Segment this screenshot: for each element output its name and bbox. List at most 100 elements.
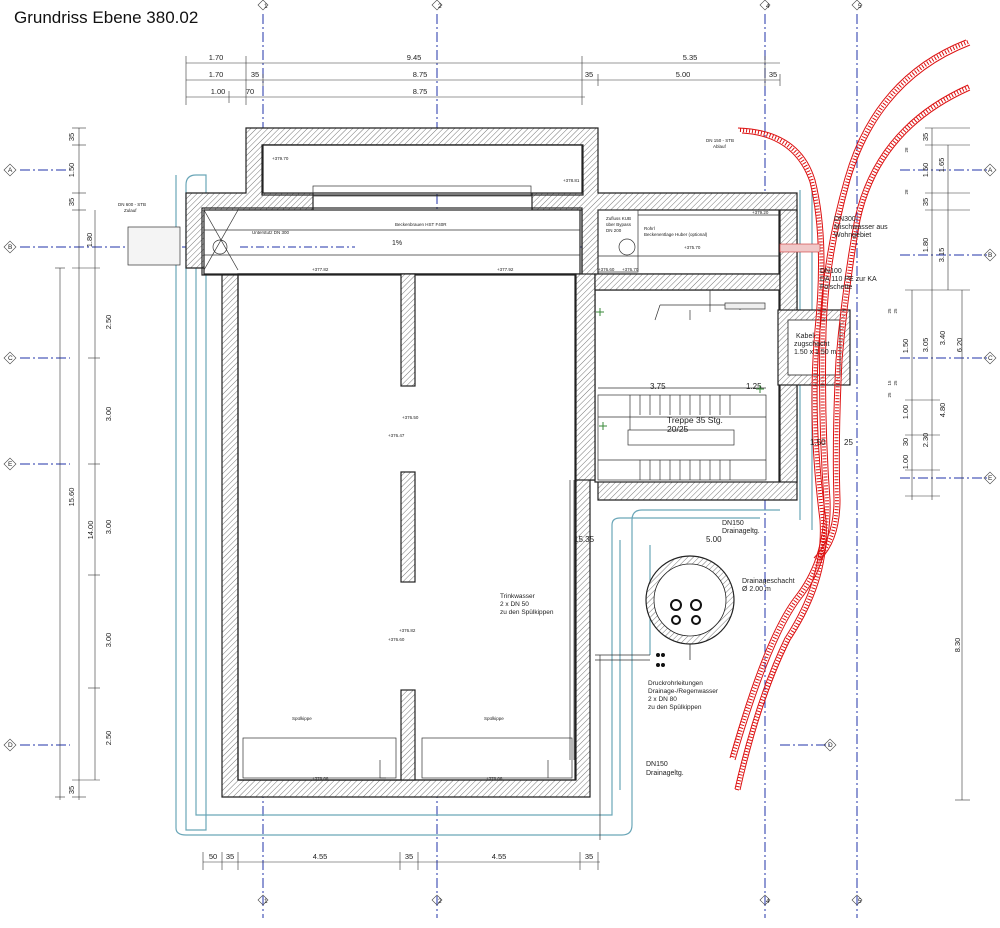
dim-right-3: 35: [921, 198, 930, 206]
zufluss-label-3: DN 200: [606, 228, 622, 233]
dn300-label-1: DN300: [834, 216, 856, 223]
level-6: +375.70: [684, 245, 701, 250]
level-12: +376.60: [388, 637, 405, 642]
dn600-label-1: DN 600 - STB: [118, 202, 146, 207]
dim-inner-2: 1.25: [746, 382, 762, 391]
stair-size: 20/25: [667, 424, 689, 434]
zufluss-label-2: über Bypass: [606, 222, 632, 227]
dn300-label-3: Wohngebiet: [834, 232, 871, 239]
dim-top-6: 8.75: [413, 70, 428, 79]
trink-label-3: zu den Spülkippen: [500, 609, 554, 616]
dim-top-8: 5.00: [676, 70, 691, 79]
dim-top-10: 1.00: [211, 87, 226, 96]
grid-row-d-left: D: [8, 742, 13, 749]
grid-col-5-bottom: 5: [858, 898, 862, 905]
dim-left-4: 1.80: [85, 233, 94, 248]
level-9: +376.50: [402, 415, 419, 420]
grid-markers: [3, 0, 997, 906]
dim-top-5: 35: [251, 70, 259, 79]
dim-right-23: 28: [904, 189, 909, 195]
dim-inner-1: 3.75: [650, 382, 666, 391]
drainage-lines: [175, 174, 813, 836]
dn100-label-1: DN100: [820, 268, 842, 275]
dim-left-11: 14.00: [86, 521, 95, 540]
druck-label-2: Drainage-/Regenwasser: [648, 688, 719, 695]
drawing-title: Grundriss Ebene 380.02: [14, 8, 199, 27]
dimensions-bottom: [202, 852, 600, 870]
grid-col-5-top: 5: [858, 3, 862, 10]
grid-row-c-left: C: [8, 355, 13, 362]
level-10: +376.47: [388, 433, 405, 438]
dim-left-7: 3.00: [104, 520, 113, 535]
becken-label: Beckenbrauen HST F40R: [395, 222, 447, 227]
dimensions-right: [905, 127, 970, 801]
schacht-label-2: Ø 2.00 m: [742, 586, 771, 593]
dim-right-6: 1.50: [901, 339, 910, 354]
level-7: +376.60: [598, 267, 615, 272]
level-11: +376.82: [399, 628, 416, 633]
dim-right-1: 35: [921, 133, 930, 141]
drain-b-label-2: Drainageltg.: [646, 770, 684, 777]
grid-row-a-right: A: [988, 167, 993, 174]
spuelkippe-label-1: Spülkippe: [292, 716, 312, 721]
kabelzugschacht: [777, 309, 851, 386]
level-8: +376.70: [622, 267, 639, 272]
level-4: +377.82: [312, 267, 329, 272]
dim-top-4: 1.70: [209, 70, 224, 79]
ruhr-label-1: Rohrl: [644, 226, 655, 231]
grid-row-d-right: D: [828, 742, 833, 749]
dim-right-9: 1.00: [901, 405, 910, 420]
dn600-label-2: Zulauf: [124, 208, 137, 213]
dim-inner-4: 25: [844, 438, 853, 447]
interior-features: [127, 185, 780, 840]
drain-a-label-2: Drainageltg.: [722, 528, 760, 535]
dim-bottom-3: 4.55: [313, 852, 328, 861]
dim-left-6: 3.00: [104, 407, 113, 422]
level-1: +379.70: [272, 156, 289, 161]
dim-left-1: 35: [67, 133, 76, 141]
dim-left-8: 3.00: [104, 633, 113, 648]
grid-row-a-left: A: [8, 167, 13, 174]
dn150stb-label-1: DN 150 - STB: [706, 138, 734, 143]
dim-right-11: 1.00: [901, 455, 910, 470]
dim-left-10: 15.60: [67, 488, 76, 507]
dim-right-7: 3.40: [938, 331, 947, 346]
slope-label: 1%: [392, 240, 402, 247]
grid-col-1-bottom: 1: [264, 898, 268, 905]
dim-bottom-6: 35: [585, 852, 593, 861]
level-14: +376.66: [486, 776, 503, 781]
grid-col-2-top: 2: [438, 3, 442, 10]
dim-right-13: 1.65: [937, 158, 946, 173]
drain-b-label-1: DN150: [646, 761, 668, 768]
drain-a-label-1: DN150: [722, 520, 744, 527]
druck-label-1: Druckrohrleitungen: [648, 680, 703, 687]
dim-top-9: 35: [769, 70, 777, 79]
dim-right-15: 6.20: [955, 338, 964, 353]
dim-bottom-1: 50: [209, 852, 217, 861]
dim-right-22: 28: [904, 147, 909, 153]
grid-col-1-top: 1: [264, 3, 268, 10]
dim-bottom-4: 35: [405, 852, 413, 861]
schacht-label-1: Drainageschacht: [742, 578, 795, 585]
grid-row-c-right: C: [988, 355, 993, 362]
dim-top-2: 9.45: [407, 53, 422, 62]
dim-top-12: 8.75: [413, 87, 428, 96]
grid-row-e-left: E: [8, 461, 13, 468]
level-3: +379.20: [752, 210, 769, 215]
dim-right-2: 1.50: [921, 163, 930, 178]
level-13: +376.66: [312, 776, 329, 781]
kabel-label-1: Kabel-: [796, 333, 817, 340]
trink-label-1: Trinkwasser: [500, 593, 536, 600]
dim-right-21: 30: [901, 438, 910, 446]
dim-left-9: 2.50: [104, 731, 113, 746]
dim-right-19: 25: [893, 380, 898, 386]
kabel-label-2: zugschacht: [794, 341, 829, 348]
dim-right-14: 3.15: [937, 248, 946, 263]
grid-col-4-bottom: 4: [766, 898, 770, 905]
dim-bottom-5: 4.55: [492, 852, 507, 861]
grid-col-2-bottom: 2: [438, 898, 442, 905]
stair-label: Treppe 35 Stg.: [667, 415, 723, 425]
cable-routes: [729, 39, 971, 791]
dim-right-4: 1.80: [921, 238, 930, 253]
